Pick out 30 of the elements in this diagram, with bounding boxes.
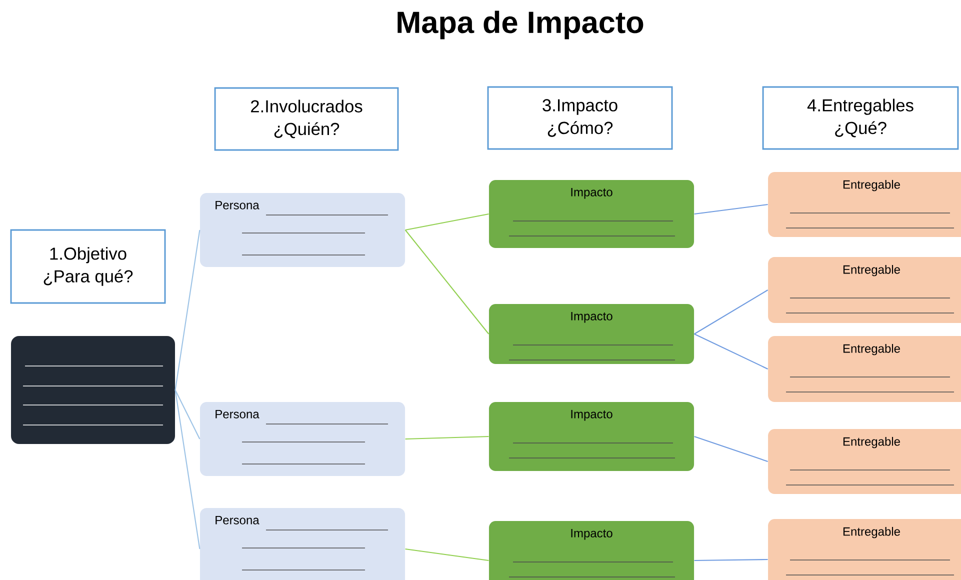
stakeholder-box: Persona — [200, 508, 406, 580]
stakeholder-box: Persona — [200, 193, 406, 267]
connector-line — [694, 204, 768, 215]
deliverable-box: Entregable — [768, 257, 961, 323]
connector-line — [174, 390, 200, 440]
stakeholder-box: Persona — [200, 402, 406, 476]
header-box: 3.Impacto ¿Cómo? — [487, 86, 673, 150]
title: Mapa de Impacto — [398, 10, 644, 40]
header-box: 2.Involucrados ¿Quién? — [214, 87, 399, 151]
header-box: 1.Objetivo ¿Para qué? — [10, 229, 166, 304]
impact-box: Impacto — [488, 180, 694, 248]
deliverable-box: Entregable — [768, 518, 961, 580]
connector-line — [174, 230, 200, 390]
deliverable-box: Entregable — [768, 172, 961, 238]
connector-line — [174, 390, 200, 550]
connector-line — [405, 548, 489, 562]
connector-line — [404, 230, 490, 334]
impact-box: Impacto — [488, 521, 694, 580]
connector-line — [405, 213, 489, 231]
connector-line — [694, 436, 768, 462]
connector-line — [694, 558, 768, 562]
header-box: 4.Entregables ¿Qué? — [762, 86, 959, 150]
connector-line — [694, 334, 768, 370]
impact-box: Impacto — [488, 304, 694, 364]
impact-box: Impacto — [488, 402, 694, 472]
connector-line — [405, 436, 489, 440]
connector-line — [694, 290, 768, 334]
deliverable-box: Entregable — [768, 336, 961, 402]
deliverable-box: Entregable — [768, 428, 961, 494]
objective-box — [11, 336, 175, 444]
